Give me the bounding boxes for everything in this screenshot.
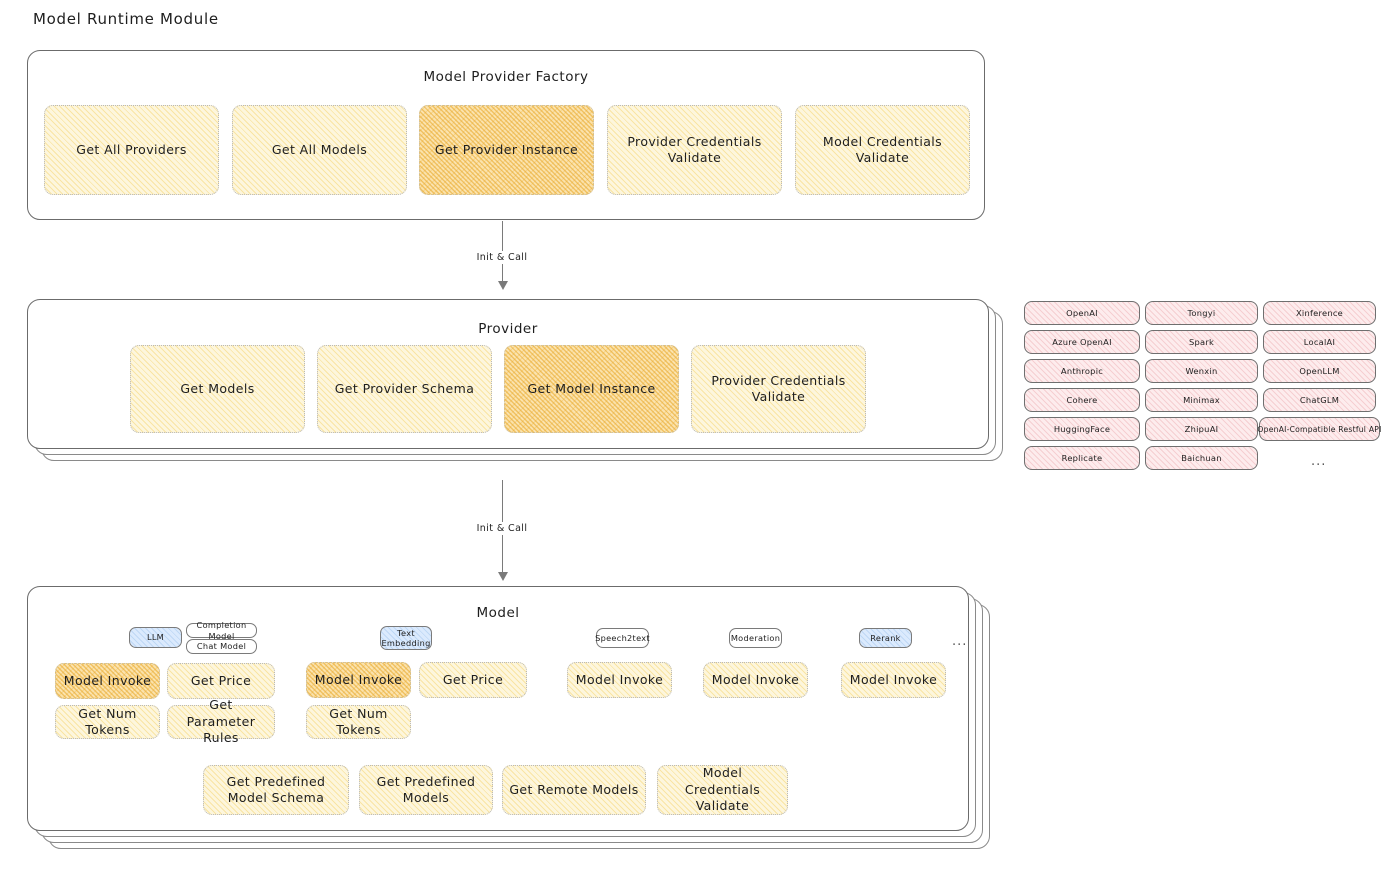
llm-method-get-parameter-rules[interactable]: Get Parameter Rules [167, 697, 275, 745]
arrow-factory-to-provider-head [497, 281, 508, 290]
provider-title: Provider [478, 321, 538, 337]
provider-chip-huggingface[interactable]: HuggingFace [1024, 417, 1140, 441]
model-title: Model [476, 605, 520, 621]
model-type-chip-rerank[interactable]: Rerank [859, 628, 912, 648]
provider-chip-anthropic[interactable]: Anthropic [1024, 359, 1140, 383]
moderation-method-model-invoke[interactable]: Model Invoke [703, 662, 808, 698]
provider-chip-baichuan[interactable]: Baichuan [1145, 446, 1258, 470]
factory-method-get-provider-instance[interactable]: Get Provider Instance [419, 105, 594, 195]
model-subtype-chip-completion-model[interactable]: Completion Model [186, 620, 257, 641]
provider-method-get-model-instance[interactable]: Get Model Instance [504, 345, 679, 433]
provider-chip-xinference[interactable]: Xinference [1263, 301, 1376, 325]
arrow-factory-to-provider-label: Init & Call [472, 251, 532, 264]
factory-method-get-all-providers[interactable]: Get All Providers [44, 105, 219, 195]
model-common-method-get-predefined-model-schema[interactable]: Get Predefined Model Schema [203, 765, 349, 815]
factory-method-model-credentials-validate[interactable]: Model Credentials Validate [795, 105, 970, 195]
provider-method-provider-credentials-validate[interactable]: Provider Credentials Validate [691, 345, 866, 433]
provider-chip-cohere[interactable]: Cohere [1024, 388, 1140, 412]
provider-chip-chatglm[interactable]: ChatGLM [1263, 388, 1376, 412]
rerank-method-model-invoke[interactable]: Model Invoke [841, 662, 946, 698]
provider-chip-wenxin[interactable]: Wenxin [1145, 359, 1258, 383]
model-common-method-get-predefined-models[interactable]: Get Predefined Models [359, 765, 493, 815]
provider-chip-openai[interactable]: OpenAI [1024, 301, 1140, 325]
model-type-chip-llm[interactable]: LLM [129, 627, 182, 648]
provider-chip-zhipuai[interactable]: ZhipuAI [1145, 417, 1258, 441]
page-title: Model Runtime Module [33, 10, 219, 28]
provider-chip-replicate[interactable]: Replicate [1024, 446, 1140, 470]
provider-list-more: ... [1311, 454, 1327, 469]
text-embedding-method-get-price[interactable]: Get Price [419, 662, 527, 698]
speech2text-method-model-invoke[interactable]: Model Invoke [567, 662, 672, 698]
text-embedding-method-get-num-tokens[interactable]: Get Num Tokens [306, 705, 411, 739]
model-type-chip-speech2text[interactable]: Speech2text [595, 628, 650, 648]
factory-method-get-all-models[interactable]: Get All Models [232, 105, 407, 195]
provider-chip-spark[interactable]: Spark [1145, 330, 1258, 354]
model-common-method-model-credentials-validate[interactable]: Model Credentials Validate [657, 765, 788, 815]
provider-method-get-provider-schema[interactable]: Get Provider Schema [317, 345, 492, 433]
provider-chip-azure-openai[interactable]: Azure OpenAI [1024, 330, 1140, 354]
model-type-chip-text-embedding[interactable]: Text Embedding [380, 626, 432, 650]
model-common-method-get-remote-models[interactable]: Get Remote Models [502, 765, 646, 815]
model-subtype-chip-chat-model[interactable]: Chat Model [186, 639, 257, 654]
provider-method-get-models[interactable]: Get Models [130, 345, 305, 433]
model-provider-factory-title: Model Provider Factory [423, 69, 589, 85]
llm-method-get-price[interactable]: Get Price [167, 663, 275, 699]
arrow-provider-to-model-label: Init & Call [472, 522, 532, 535]
provider-chip-tongyi[interactable]: Tongyi [1145, 301, 1258, 325]
llm-method-get-num-tokens[interactable]: Get Num Tokens [55, 705, 160, 739]
arrow-provider-to-model-head [497, 572, 508, 581]
provider-chip-localai[interactable]: LocalAI [1263, 330, 1376, 354]
llm-method-model-invoke[interactable]: Model Invoke [55, 663, 160, 699]
provider-chip-openllm[interactable]: OpenLLM [1263, 359, 1376, 383]
model-types-more: ... [952, 634, 968, 649]
model-type-chip-moderation[interactable]: Moderation [729, 628, 782, 648]
factory-method-provider-credentials-validate[interactable]: Provider Credentials Validate [607, 105, 782, 195]
provider-chip-minimax[interactable]: Minimax [1145, 388, 1258, 412]
provider-chip-openai-compatible-restful-api[interactable]: OpenAI-Compatible Restful API [1257, 417, 1381, 441]
text-embedding-method-model-invoke[interactable]: Model Invoke [306, 662, 411, 698]
